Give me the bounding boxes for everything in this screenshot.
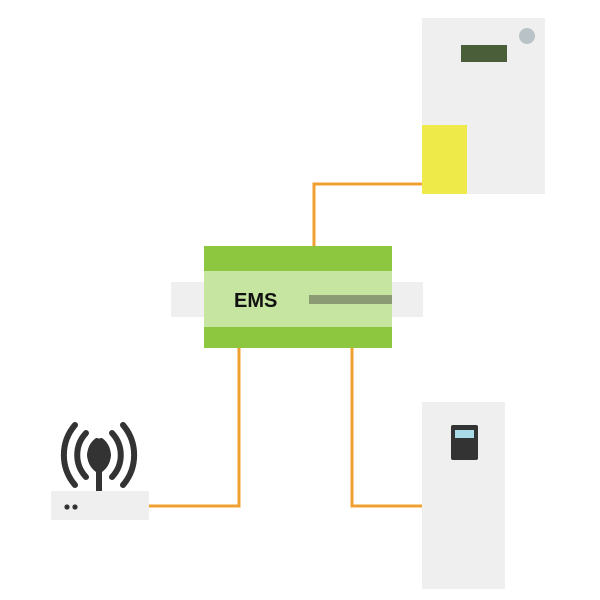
inverter-panel xyxy=(422,125,467,194)
ems-body-top xyxy=(204,246,392,271)
router-antenna-head xyxy=(87,443,111,467)
wifi-wave-left-middle xyxy=(74,430,89,480)
wifi-wave-right-outer xyxy=(120,422,138,488)
wifi-wave-right-middle xyxy=(109,430,124,480)
ems-slot xyxy=(309,295,392,304)
wifi-router-icon xyxy=(51,422,149,520)
connector-ems-to-battery xyxy=(350,348,422,508)
battery-storage-icon xyxy=(422,402,505,589)
router-antenna-stem xyxy=(96,462,102,492)
solar-inverter-icon xyxy=(422,18,545,194)
router-led-1 xyxy=(64,504,70,510)
wifi-wave-left-outer xyxy=(60,422,78,488)
battery-display-screen xyxy=(455,430,474,438)
energy-management-system-icon: EMS xyxy=(171,246,423,348)
connector-ems-to-router xyxy=(149,348,241,508)
connector-ems-to-inverter xyxy=(312,182,422,246)
ems-body-bottom xyxy=(204,327,392,348)
inverter-display xyxy=(461,45,507,62)
inverter-status-led xyxy=(519,28,535,44)
router-led-2 xyxy=(72,504,78,510)
ems-label: EMS xyxy=(234,290,277,312)
